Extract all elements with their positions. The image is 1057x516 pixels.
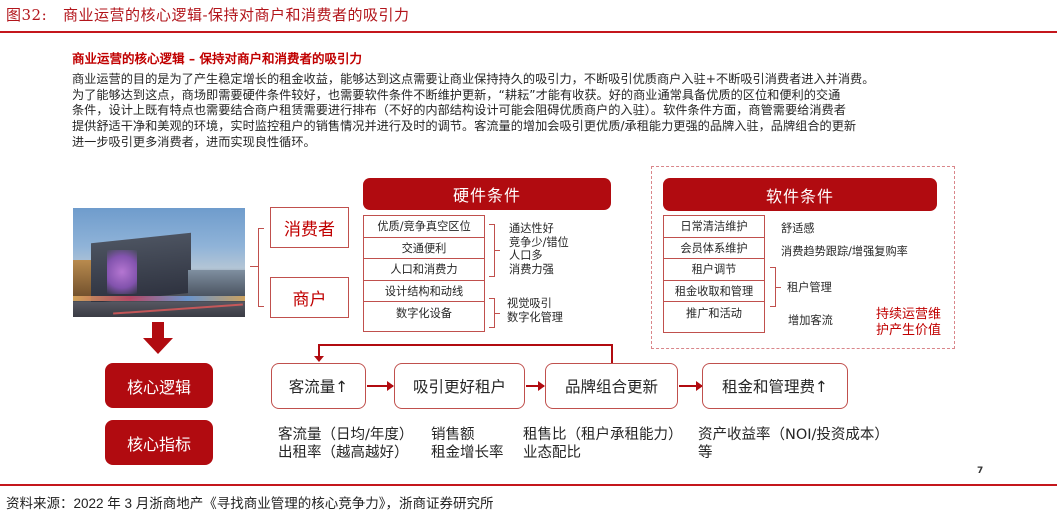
figure-title-text: 商业运营的核心逻辑-保持对商户和消费者的吸引力 <box>62 6 410 24</box>
flow-step-rent-fees: 租金和管理费↑ <box>702 363 848 409</box>
party-consumer-label: 消费者 <box>284 220 335 240</box>
sustained-value-note: 持续运营维 护产生价值 <box>876 307 942 338</box>
source-label: 资料来源： <box>6 496 74 512</box>
hardware-header: 硬件条件 <box>363 178 611 210</box>
hardware-brace-1-tick <box>495 250 500 252</box>
parties-brace-tick <box>250 266 259 268</box>
top-divider <box>0 31 1057 33</box>
core-metrics-label: 核心指标 <box>105 420 213 465</box>
software-cell: 推广和活动 <box>686 306 742 320</box>
party-merchant-label: 商户 <box>292 290 327 310</box>
metrics-col-1: 客流量（日均/年度） 出租率（越高越好） <box>278 427 414 461</box>
metrics-col-3: 租售比（租户承租能力） 业态配比 <box>523 427 683 461</box>
feedback-loop-line <box>318 344 320 358</box>
core-logic-label: 核心逻辑 <box>105 363 213 408</box>
paragraph-line: 进一步吸引更多消费者，进而实现良性循环。 <box>72 134 316 149</box>
source-note: 资料来源：2022 年 3 月浙商地产《寻找商业管理的核心竞争力》，浙商证券研究… <box>6 492 494 512</box>
metrics-col-4: 资产收益率（NOI/投资成本） 等 <box>698 427 889 461</box>
parties-brace <box>258 228 264 307</box>
feedback-loop-line <box>611 344 613 364</box>
flow-arrow-icon <box>367 381 394 391</box>
source-text: 2022 年 3 月浙商地产《寻找商业管理的核心竞争力》，浙商证券研究所 <box>73 496 494 511</box>
hardware-brace-2-tick <box>495 313 500 315</box>
feedback-arrowhead-icon <box>314 356 324 362</box>
feedback-loop-line <box>318 344 613 346</box>
software-cell: 租金收取和管理 <box>664 281 764 302</box>
software-note-promotion: 增加客流 <box>788 314 833 327</box>
software-cell: 日常清洁维护 <box>664 216 764 238</box>
section-heading: 商业运营的核心逻辑 – 保持对商户和消费者的吸引力 <box>72 51 362 66</box>
flow-step-traffic: 客流量↑ <box>271 363 366 409</box>
software-brace-tick <box>776 287 781 289</box>
software-header-label: 软件条件 <box>765 186 834 206</box>
flow-step-tenants: 吸引更好租户 <box>394 363 525 409</box>
hardware-cell: 设计结构和动线 <box>364 281 484 302</box>
software-dashed-frame <box>651 166 955 349</box>
paragraph-line: 为了能够达到这点，商场即需要硬件条件较好，也需要软件条件不断维护更新，“耕耘”才… <box>72 87 841 102</box>
software-note-membership: 消费趋势跟踪/增强复购率 <box>781 245 908 258</box>
software-note-tenant: 租户管理 <box>787 281 832 294</box>
hardware-cell: 人口和消费力 <box>364 259 484 281</box>
software-cell: 租户调节 <box>664 259 764 281</box>
intro-paragraph: 商业运营的目的是为了产生稳定增长的租金收益，能够达到这点需要让商业保持持久的吸引… <box>72 72 1002 151</box>
software-note-cleaning: 舒适感 <box>781 222 815 235</box>
figure-title: 图32: 商业运营的核心逻辑-保持对商户和消费者的吸引力 <box>6 4 410 25</box>
hardware-brace-1 <box>489 224 495 277</box>
hardware-header-label: 硬件条件 <box>452 186 521 205</box>
hardware-notes-2: 视觉吸引 数字化管理 <box>507 297 563 324</box>
bottom-divider <box>0 484 1057 486</box>
hardware-cell: 交通便利 <box>364 238 484 259</box>
metrics-col-2: 销售额 租金增长率 <box>431 427 504 461</box>
hardware-cells: 优质/竞争真空区位 交通便利 人口和消费力 设计结构和动线 数字化设备 <box>363 215 485 332</box>
hardware-notes-1: 通达性好 竞争少/错位 人口多 消费力强 <box>509 222 569 276</box>
software-cells: 日常清洁维护 会员体系维护 租户调节 租金收取和管理 推广和活动 <box>663 215 765 333</box>
hardware-brace-2 <box>489 298 495 328</box>
flow-arrow-icon <box>526 381 545 391</box>
page-number: 7 <box>977 466 984 476</box>
party-consumer: 消费者 <box>270 207 349 248</box>
shopping-mall-photo <box>73 208 245 317</box>
paragraph-line: 商业运营的目的是为了产生稳定增长的租金收益，能够达到这点需要让商业保持持久的吸引… <box>72 72 875 86</box>
software-header: 软件条件 <box>663 178 937 211</box>
paragraph-line: 条件，设计上既有特点也需要结合商户租赁需要进行排布（不好的内部结构设计可能会阻碍… <box>72 103 846 118</box>
flow-arrow-icon <box>679 381 703 391</box>
software-brace <box>770 267 776 307</box>
party-merchant: 商户 <box>270 277 349 318</box>
paragraph-line: 提供舒适干净和美观的环境，实时监控租户的销售情况并进行及时的调节。客流量的增加会… <box>72 119 857 134</box>
hardware-cell: 优质/竞争真空区位 <box>364 216 484 238</box>
hardware-cell: 数字化设备 <box>396 306 452 320</box>
down-arrow-icon <box>143 322 173 354</box>
flow-step-brand-mix: 品牌组合更新 <box>545 363 678 409</box>
figure-label: 图32: <box>6 6 48 24</box>
software-cell: 会员体系维护 <box>664 238 764 259</box>
